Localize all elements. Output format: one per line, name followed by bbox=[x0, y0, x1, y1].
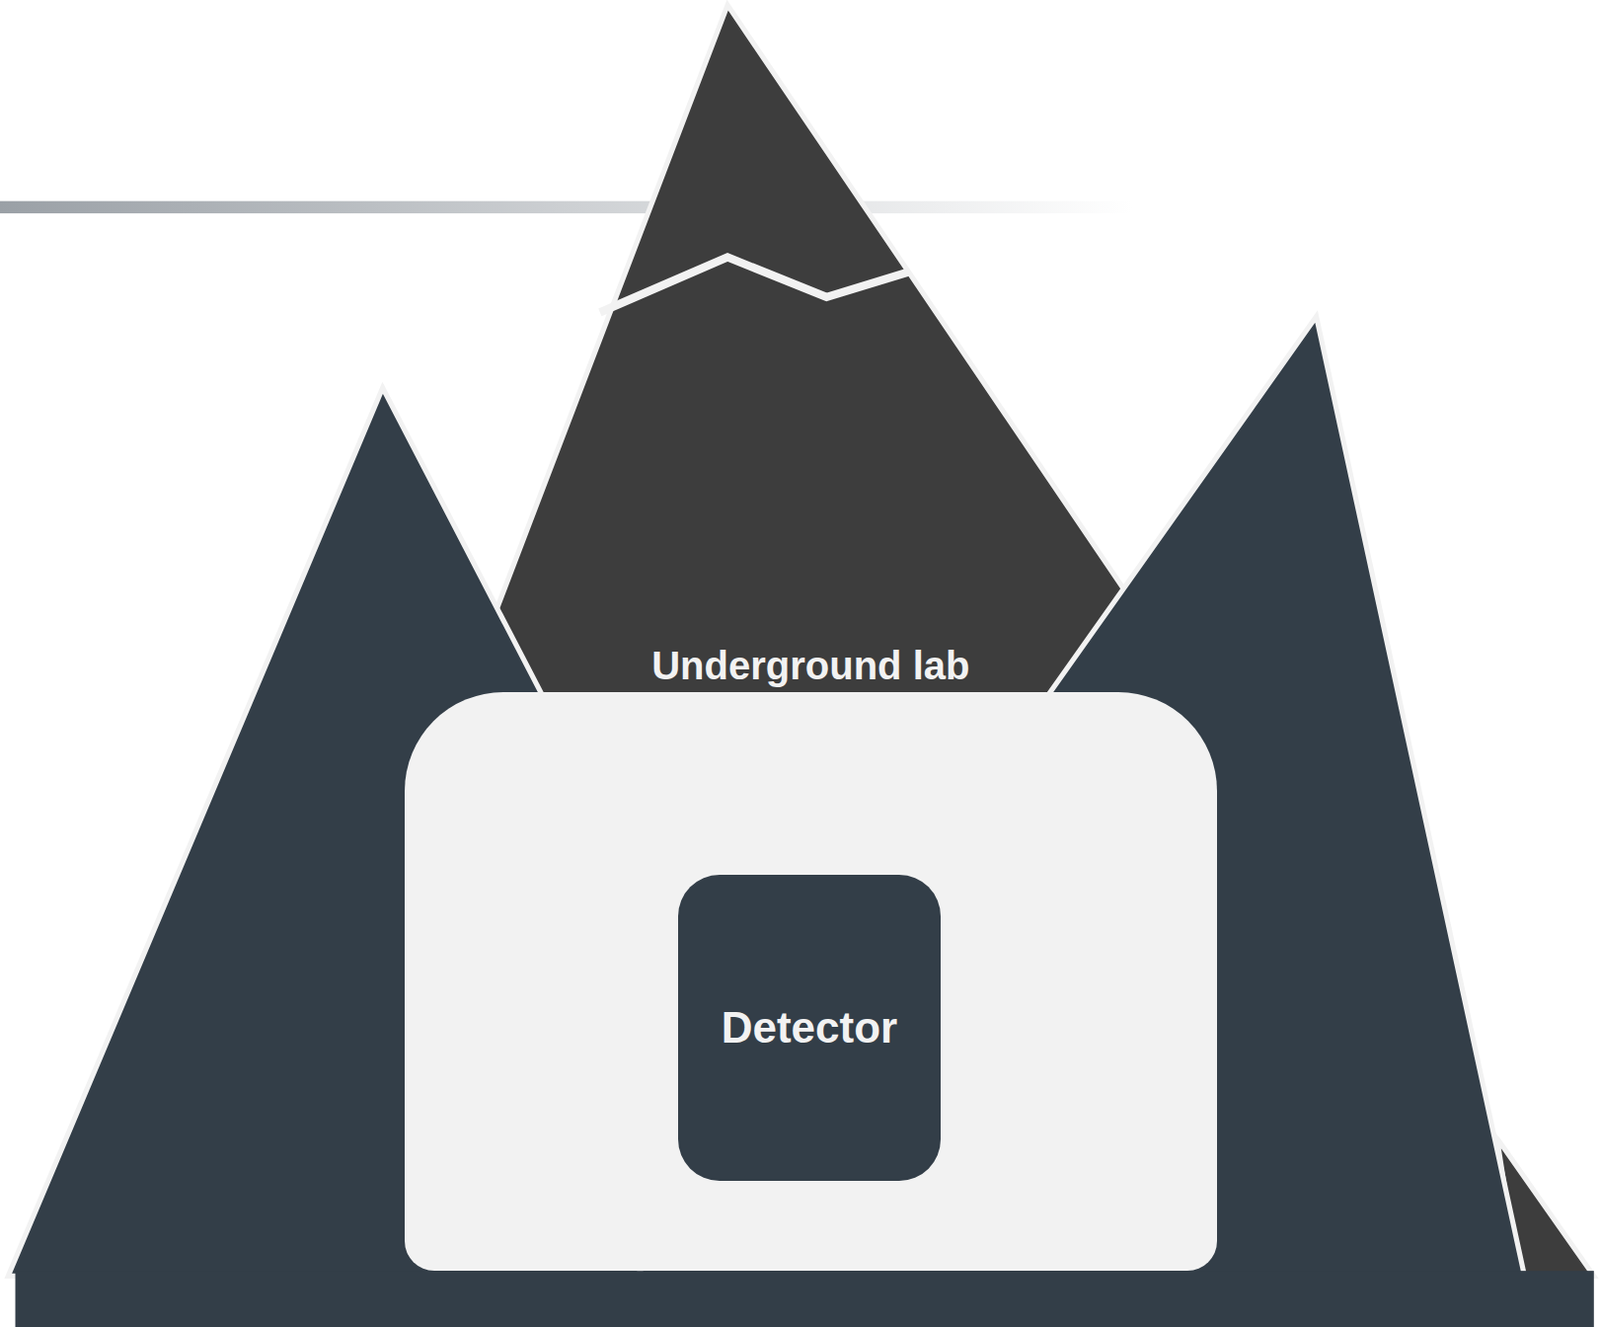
lab-hall: Underground labDetector bbox=[404, 691, 1218, 1271]
ground bbox=[15, 1270, 1595, 1327]
snow-line bbox=[600, 257, 911, 313]
surface-line bbox=[0, 201, 1134, 214]
lab-heading: Underground lab bbox=[404, 642, 1218, 688]
detector-box: Detector bbox=[678, 874, 941, 1181]
detector-label: Detector bbox=[721, 1002, 899, 1054]
